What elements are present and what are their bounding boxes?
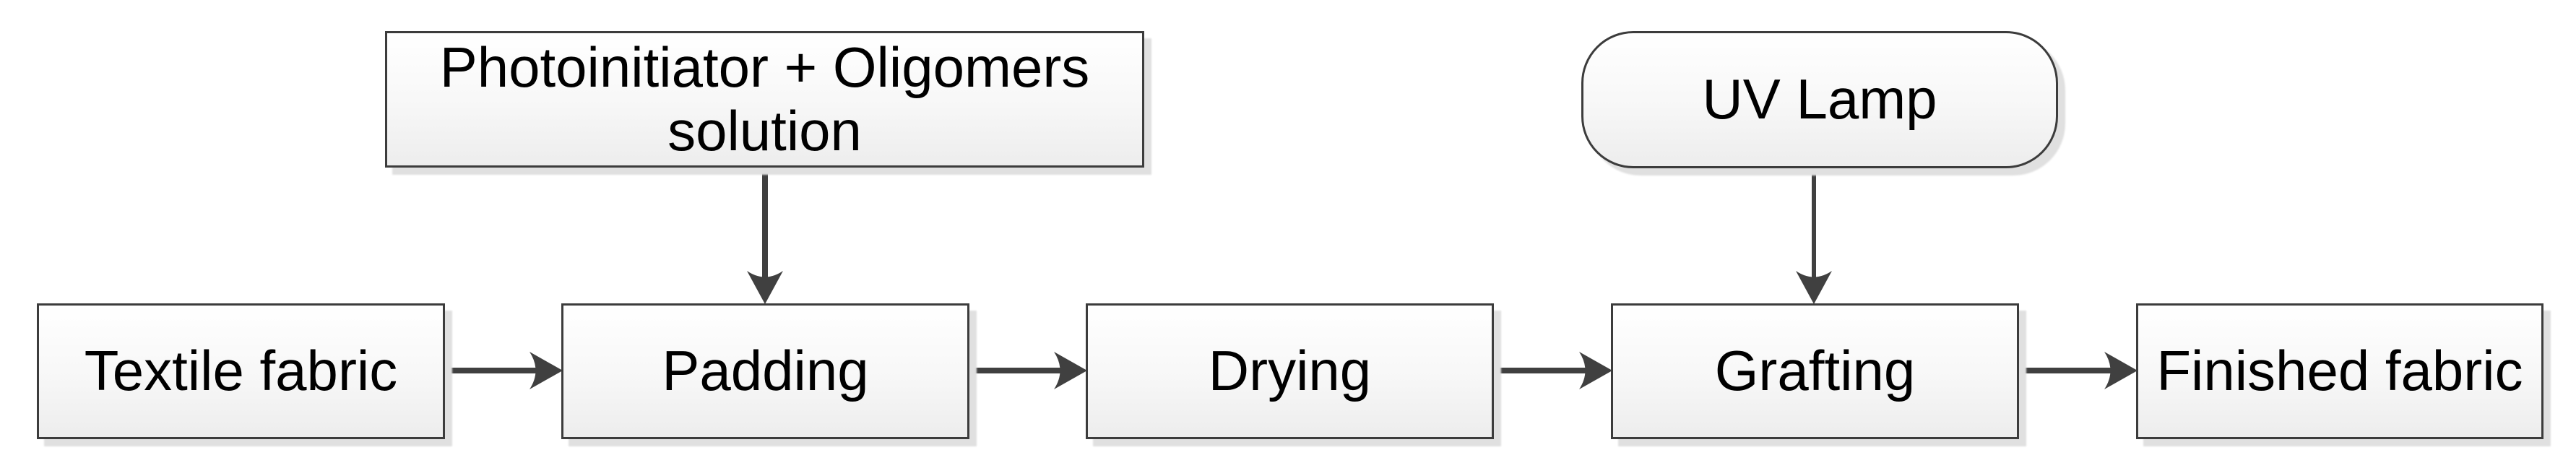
node-label: Finished fabric <box>2156 339 2523 403</box>
node-label: UV Lamp <box>1702 67 1937 131</box>
edge-uv-lamp-to-grafting <box>1796 165 1832 304</box>
node-label: Grafting <box>1714 339 1916 403</box>
edge-padding-to-drying <box>967 352 1087 389</box>
node-uv-lamp: UV Lamp <box>1581 31 2058 168</box>
node-textile-fabric: Textile fabric <box>37 303 445 439</box>
node-grafting: Grafting <box>1611 303 2019 439</box>
edge-textile-fabric-to-padding <box>442 352 563 389</box>
node-label: Photoinitiator + Oligomers solution <box>439 35 1090 163</box>
node-drying: Drying <box>1086 303 1494 439</box>
node-photoinitiator-oligomers-solution: Photoinitiator + Oligomers solution <box>385 31 1144 168</box>
node-label: Textile fabric <box>84 339 398 403</box>
node-label: Drying <box>1208 339 1372 403</box>
node-finished-fabric: Finished fabric <box>2136 303 2543 439</box>
node-padding: Padding <box>561 303 969 439</box>
node-label: Padding <box>662 339 869 403</box>
edge-grafting-to-finished-fabric <box>2016 352 2138 389</box>
edge-drying-to-grafting <box>1491 352 1612 389</box>
edge-photoinitiator-to-padding <box>747 165 783 304</box>
